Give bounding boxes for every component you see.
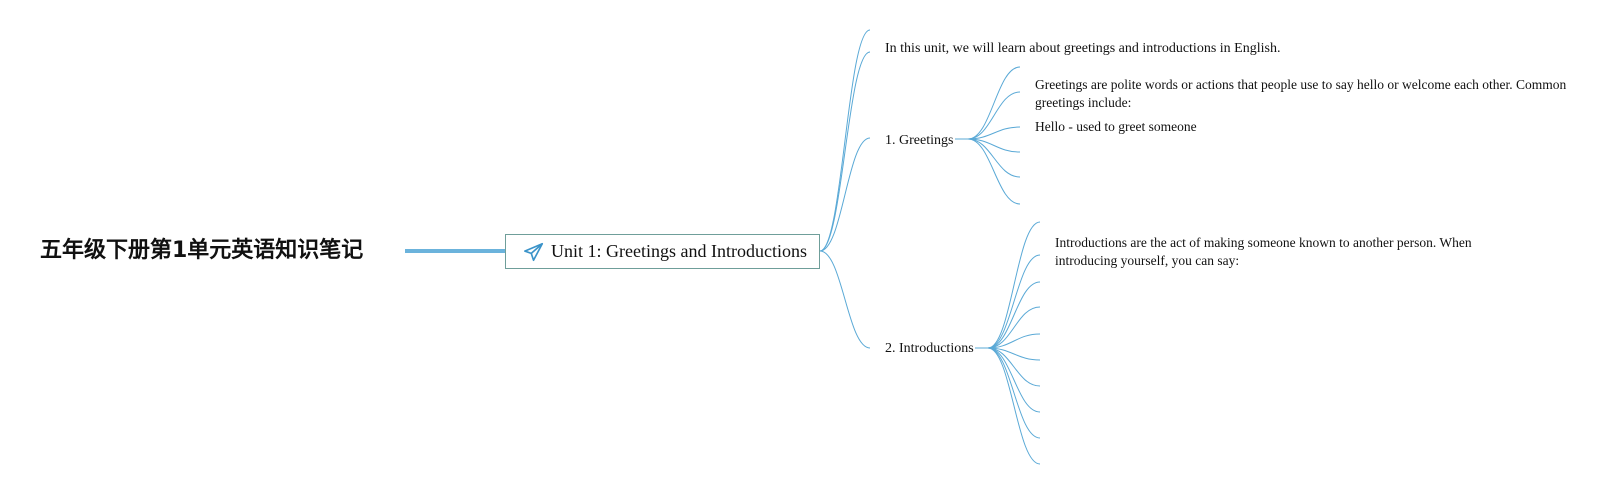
greetings-link-5 <box>967 138 1021 205</box>
introductions-link-2 <box>987 281 1041 349</box>
central-link-2 <box>819 137 871 252</box>
branch-greetings[interactable]: 1. Greetings <box>885 133 954 148</box>
greetings-link-1 <box>967 91 1021 140</box>
introductions-link-3 <box>987 306 1041 349</box>
introductions-link-0 <box>987 221 1041 349</box>
greetings-link-2 <box>967 126 1021 140</box>
introductions-link-9 <box>987 347 1041 465</box>
central-link-3 <box>819 250 871 349</box>
greetings-link-0 <box>967 66 1021 140</box>
introductions-link-7 <box>987 347 1041 413</box>
greetings-hello[interactable]: Hello - used to greet someone <box>1035 119 1197 134</box>
introductions-link-4 <box>987 333 1041 349</box>
introductions-link-8 <box>987 347 1041 439</box>
branch-intro-text[interactable]: In this unit, we will learn about greeti… <box>885 41 1281 56</box>
introductions-link-1 <box>987 254 1041 349</box>
greetings-link-4 <box>967 138 1021 178</box>
introductions-definition[interactable]: Introductions are the act of making some… <box>1055 235 1472 268</box>
introductions-link-6 <box>987 347 1041 387</box>
central-topic-label: Unit 1: Greetings and Introductions <box>551 241 807 261</box>
root-title: 五年级下册第1单元英语知识笔记 <box>40 238 364 263</box>
greetings-definition[interactable]: Greetings are polite words or actions th… <box>1035 77 1567 110</box>
paper-plane-icon <box>524 242 544 261</box>
central-link-1 <box>819 51 871 252</box>
central-link-0 <box>819 29 871 252</box>
branch-introductions[interactable]: 2. Introductions <box>885 341 974 356</box>
central-topic[interactable]: Unit 1: Greetings and Introductions <box>505 234 820 269</box>
